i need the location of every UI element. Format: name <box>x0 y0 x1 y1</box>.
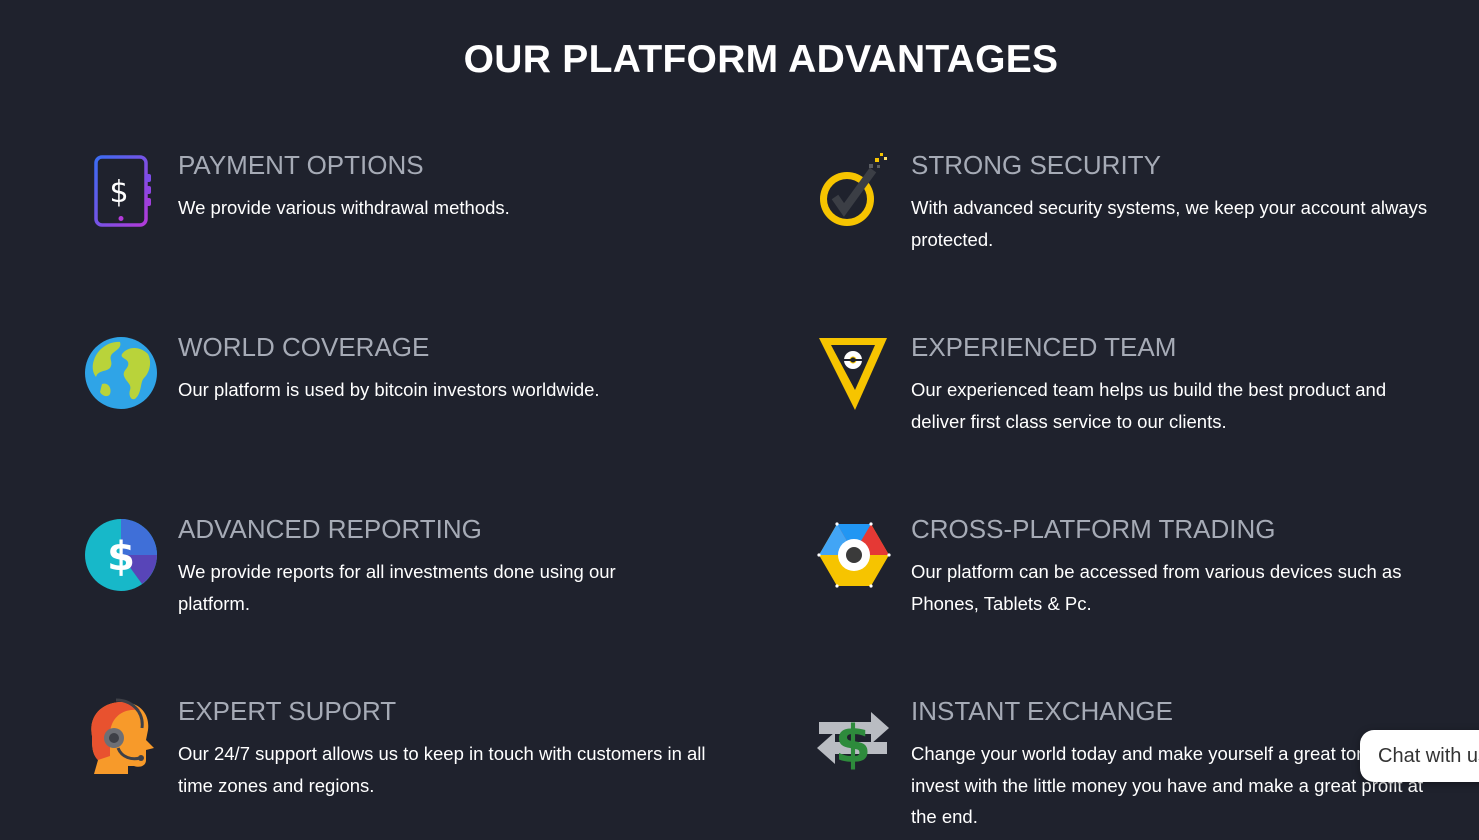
feature-description: Our platform can be accessed from variou… <box>911 561 1402 614</box>
chat-widget-button[interactable]: Chat with us <box>1360 730 1479 782</box>
team-badge-icon <box>815 332 895 412</box>
feature-heading: WORLD COVERAGE <box>178 332 430 362</box>
hexagon-platform-icon <box>817 514 897 594</box>
feature-heading: ADVANCED REPORTING <box>178 514 482 544</box>
feature-heading: EXPERIENCED TEAM <box>911 332 1177 362</box>
feature-description: Our 24/7 support allows us to keep in to… <box>178 743 706 796</box>
feature-description: Our experienced team helps us build the … <box>911 379 1387 432</box>
globe-icon <box>84 332 164 412</box>
headset-support-icon <box>84 696 164 776</box>
feature-description: Change your world today and make yoursel… <box>911 743 1424 827</box>
feature-description: With advanced security systems, we keep … <box>911 197 1428 250</box>
svg-text:$: $ <box>835 715 871 775</box>
feature-description: Our platform is used by bitcoin investor… <box>178 379 600 400</box>
feature-description: We provide reports for all investments d… <box>178 561 616 614</box>
svg-text:$: $ <box>107 534 135 580</box>
feature-description: We provide various withdrawal methods. <box>178 197 510 218</box>
feature-heading: PAYMENT OPTIONS <box>178 150 424 180</box>
feature-heading: STRONG SECURITY <box>911 150 1161 180</box>
mobile-payment-icon: $ <box>84 150 164 230</box>
currency-exchange-icon: $ <box>813 696 893 776</box>
feature-heading: CROSS-PLATFORM TRADING <box>911 514 1276 544</box>
section-title: OUR PLATFORM ADVANTAGES <box>463 38 1059 81</box>
security-shield-check-icon <box>811 150 891 230</box>
feature-heading: INSTANT EXCHANGE <box>911 696 1173 726</box>
dollar-chart-icon: $ <box>84 514 164 594</box>
svg-text:$: $ <box>109 175 128 210</box>
feature-heading: EXPERT SUPORT <box>178 696 397 726</box>
